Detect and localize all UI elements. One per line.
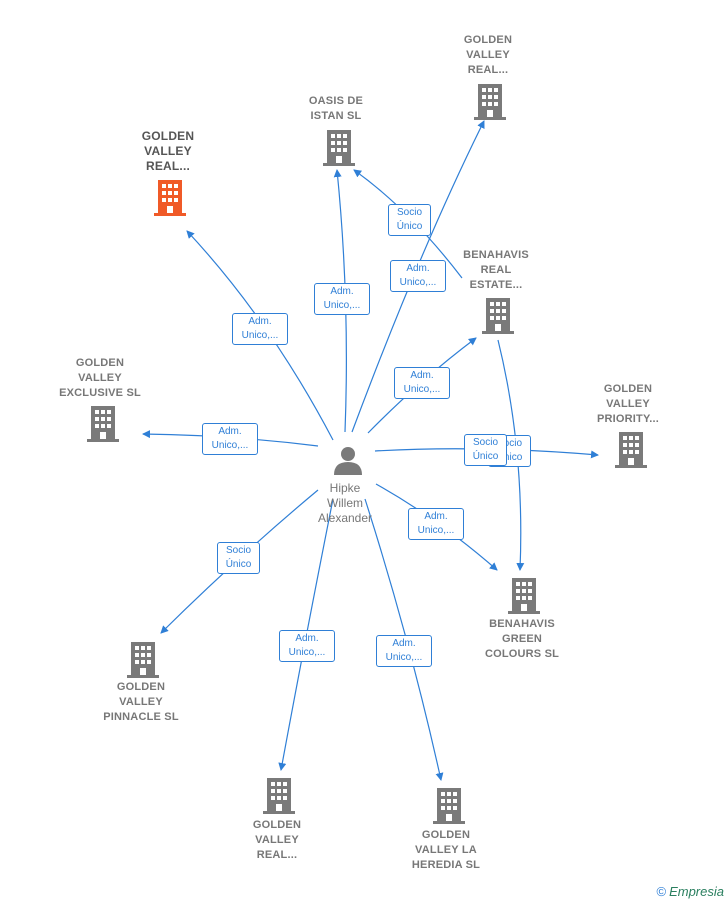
company-label-gv-real-highlight[interactable]: GOLDEN VALLEY REAL... xyxy=(141,129,195,173)
relation-label[interactable]: Adm. Unico,... xyxy=(279,630,335,662)
building-icon-highlighted[interactable] xyxy=(154,180,186,216)
company-label-benahavis-real[interactable]: BENAHAVIS REAL ESTATE... xyxy=(463,249,529,291)
company-label-gv-real-top[interactable]: GOLDEN VALLEY REAL... xyxy=(463,34,513,76)
company-label-gv-priority[interactable]: GOLDEN VALLEY PRIORITY... xyxy=(596,383,660,425)
person-icon[interactable] xyxy=(333,445,363,475)
relation-label[interactable]: Adm. Unico,... xyxy=(376,635,432,667)
relation-label[interactable]: Adm. Unico,... xyxy=(314,283,370,315)
copyright-icon: © xyxy=(656,884,667,899)
building-icon[interactable] xyxy=(87,406,119,442)
relation-label[interactable]: Adm. Unico,... xyxy=(202,423,258,455)
company-label-gv-pinnacle[interactable]: GOLDEN VALLEY PINNACLE SL xyxy=(103,681,179,723)
company-label-gv-exclusive[interactable]: GOLDEN VALLEY EXCLUSIVE SL xyxy=(59,357,141,399)
building-icon[interactable] xyxy=(508,578,540,614)
building-icon[interactable] xyxy=(474,84,506,120)
relation-label[interactable]: Adm. Unico,... xyxy=(232,313,288,345)
building-icon[interactable] xyxy=(615,432,647,468)
company-label-gv-heredia[interactable]: GOLDEN VALLEY LA HEREDIA SL xyxy=(411,829,481,871)
building-icon[interactable] xyxy=(482,298,514,334)
building-icon[interactable] xyxy=(323,130,355,166)
relation-label[interactable]: Adm. Unico,... xyxy=(390,260,446,292)
relation-label[interactable]: Socio Único xyxy=(388,204,431,236)
relation-label[interactable]: Socio Único xyxy=(217,542,260,574)
building-icon[interactable] xyxy=(127,642,159,678)
building-icon[interactable] xyxy=(263,778,295,814)
brand-logo[interactable]: ©Empresia xyxy=(656,884,724,899)
relation-label[interactable]: Adm. Unico,... xyxy=(394,367,450,399)
relation-label[interactable]: Adm. Unico,... xyxy=(408,508,464,540)
company-label-gv-real-bottom[interactable]: GOLDEN VALLEY REAL... xyxy=(252,819,302,861)
person-name[interactable]: Hipke Willem Alexander xyxy=(317,481,373,525)
company-label-benahavis-green[interactable]: BENAHAVIS GREEN COLOURS SL xyxy=(484,618,560,660)
building-icon[interactable] xyxy=(433,788,465,824)
brand-name: Empresia xyxy=(669,884,724,899)
relation-label[interactable]: Socio Único xyxy=(464,434,507,466)
company-label-oasis[interactable]: OASIS DE ISTAN SL xyxy=(308,95,364,122)
